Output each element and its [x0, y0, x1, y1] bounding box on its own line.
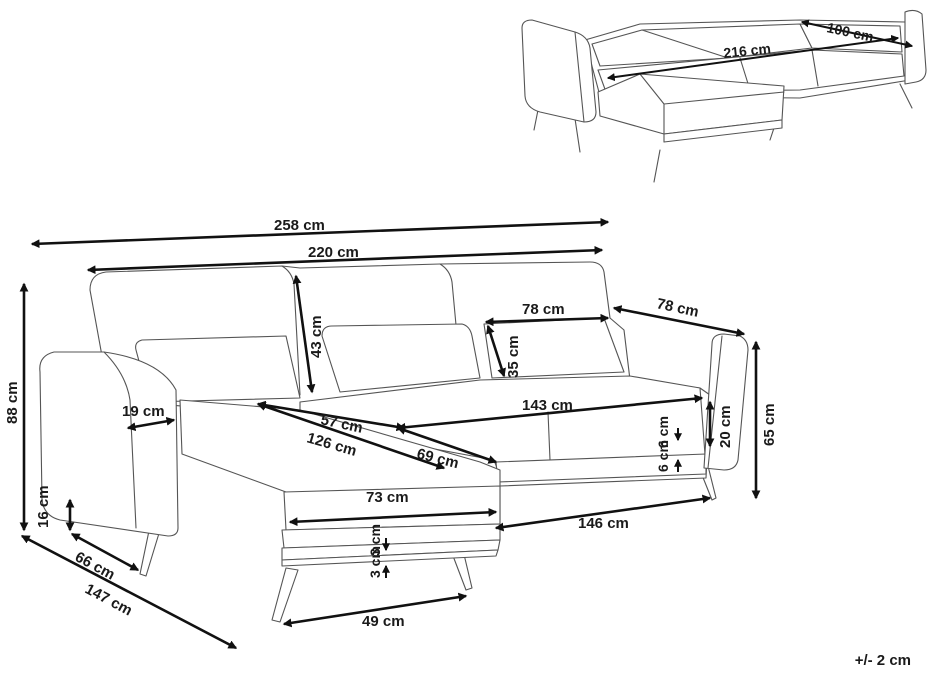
thumb-bed-length-label: 216 cm	[723, 40, 772, 61]
corner-sofa-drawing	[39, 261, 749, 623]
armrest-height-label: 65 cm	[761, 403, 778, 446]
frame-gap-chaise-label: 3 cm	[367, 546, 383, 578]
chaise-total-depth-label: 147 cm	[82, 581, 135, 620]
tolerance-note: +/- 2 cm	[854, 652, 911, 669]
sofa-bed-thumbnail: 100 cm 216 cm	[521, 9, 927, 183]
leg-height-label: 16 cm	[35, 485, 52, 528]
frame-gap-label-upper: 6 cm	[655, 416, 671, 448]
frame-gap-label: 6 cm	[655, 440, 671, 472]
chaise-seat-width-label: 73 cm	[366, 489, 409, 506]
arm-width-label: 19 cm	[122, 403, 165, 420]
seat-width-label: 143 cm	[522, 397, 573, 414]
sofa-depth-label: 146 cm	[578, 515, 629, 532]
inner-width-label: 220 cm	[308, 244, 359, 261]
chaise-leg-span-label: 49 cm	[362, 613, 405, 630]
back-height-label: 43 cm	[308, 315, 325, 358]
dimension-labels: 258 cm 220 cm 88 cm 43 cm 78 cm 35 cm 78…	[4, 217, 778, 630]
total-height-label: 88 cm	[4, 381, 21, 424]
total-width-label: 258 cm	[274, 217, 325, 234]
frame-gap-chaise-label-upper: 3 cm	[367, 524, 383, 556]
dimension-arrows	[19, 217, 761, 650]
seat-to-arm-label: 20 cm	[717, 405, 734, 448]
cushion-height-label: 35 cm	[505, 335, 522, 378]
cushion-depth-left-label: 78 cm	[522, 301, 565, 318]
